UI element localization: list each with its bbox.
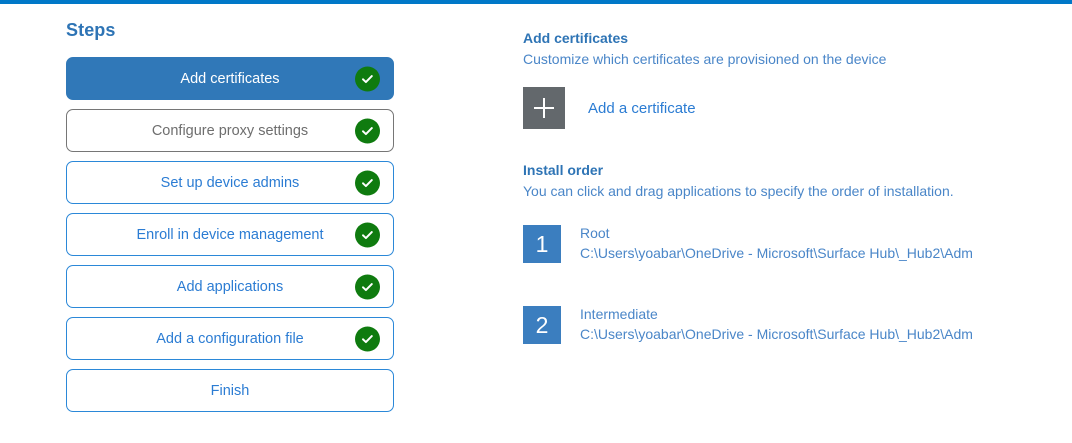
page-title: Add certificates [523, 30, 629, 46]
step-button-1[interactable]: Configure proxy settings [66, 109, 394, 152]
step-label: Configure proxy settings [151, 122, 309, 139]
check-icon [355, 118, 380, 143]
install-order-title: Install order [523, 162, 604, 178]
top-accent-bar [0, 0, 1072, 4]
order-item-path: C:\Users\yoabar\OneDrive - Microsoft\Sur… [580, 326, 973, 343]
check-icon [355, 66, 380, 91]
step-label: Add applications [176, 278, 284, 295]
steps-title: Steps [66, 20, 116, 40]
content-panel: Add certificates Customize which certifi… [523, 30, 1072, 387]
check-icon [355, 326, 380, 351]
step-label: Set up device admins [160, 174, 300, 191]
order-item-path: C:\Users\yoabar\OneDrive - Microsoft\Sur… [580, 245, 973, 262]
add-certificate-label: Add a certificate [588, 99, 696, 117]
order-number-badge: 2 [523, 306, 561, 345]
step-label: Add a configuration file [156, 330, 304, 347]
install-order-section: Install order You can click and drag app… [523, 162, 1072, 345]
check-icon [355, 222, 380, 247]
install-order-subtitle: You can click and drag applications to s… [523, 183, 954, 199]
plus-icon [523, 87, 565, 129]
check-icon [355, 274, 380, 299]
order-number-badge: 1 [523, 225, 561, 263]
step-button-4[interactable]: Add applications [66, 265, 394, 308]
order-item-name: Intermediate [580, 306, 658, 323]
step-label: Finish [210, 382, 250, 399]
step-button-0[interactable]: Add certificates [66, 57, 394, 100]
step-label: Enroll in device management [136, 226, 324, 243]
order-item-name: Root [580, 225, 610, 241]
add-certificate-button[interactable]: Add a certificate [523, 87, 696, 129]
step-button-5[interactable]: Add a configuration file [66, 317, 394, 360]
step-button-3[interactable]: Enroll in device management [66, 213, 394, 256]
step-label: Add certificates [180, 70, 280, 87]
check-icon [355, 170, 380, 195]
page-subtitle: Customize which certificates are provisi… [523, 51, 887, 67]
step-button-6[interactable]: Finish [66, 369, 394, 412]
step-button-2[interactable]: Set up device admins [66, 161, 394, 204]
